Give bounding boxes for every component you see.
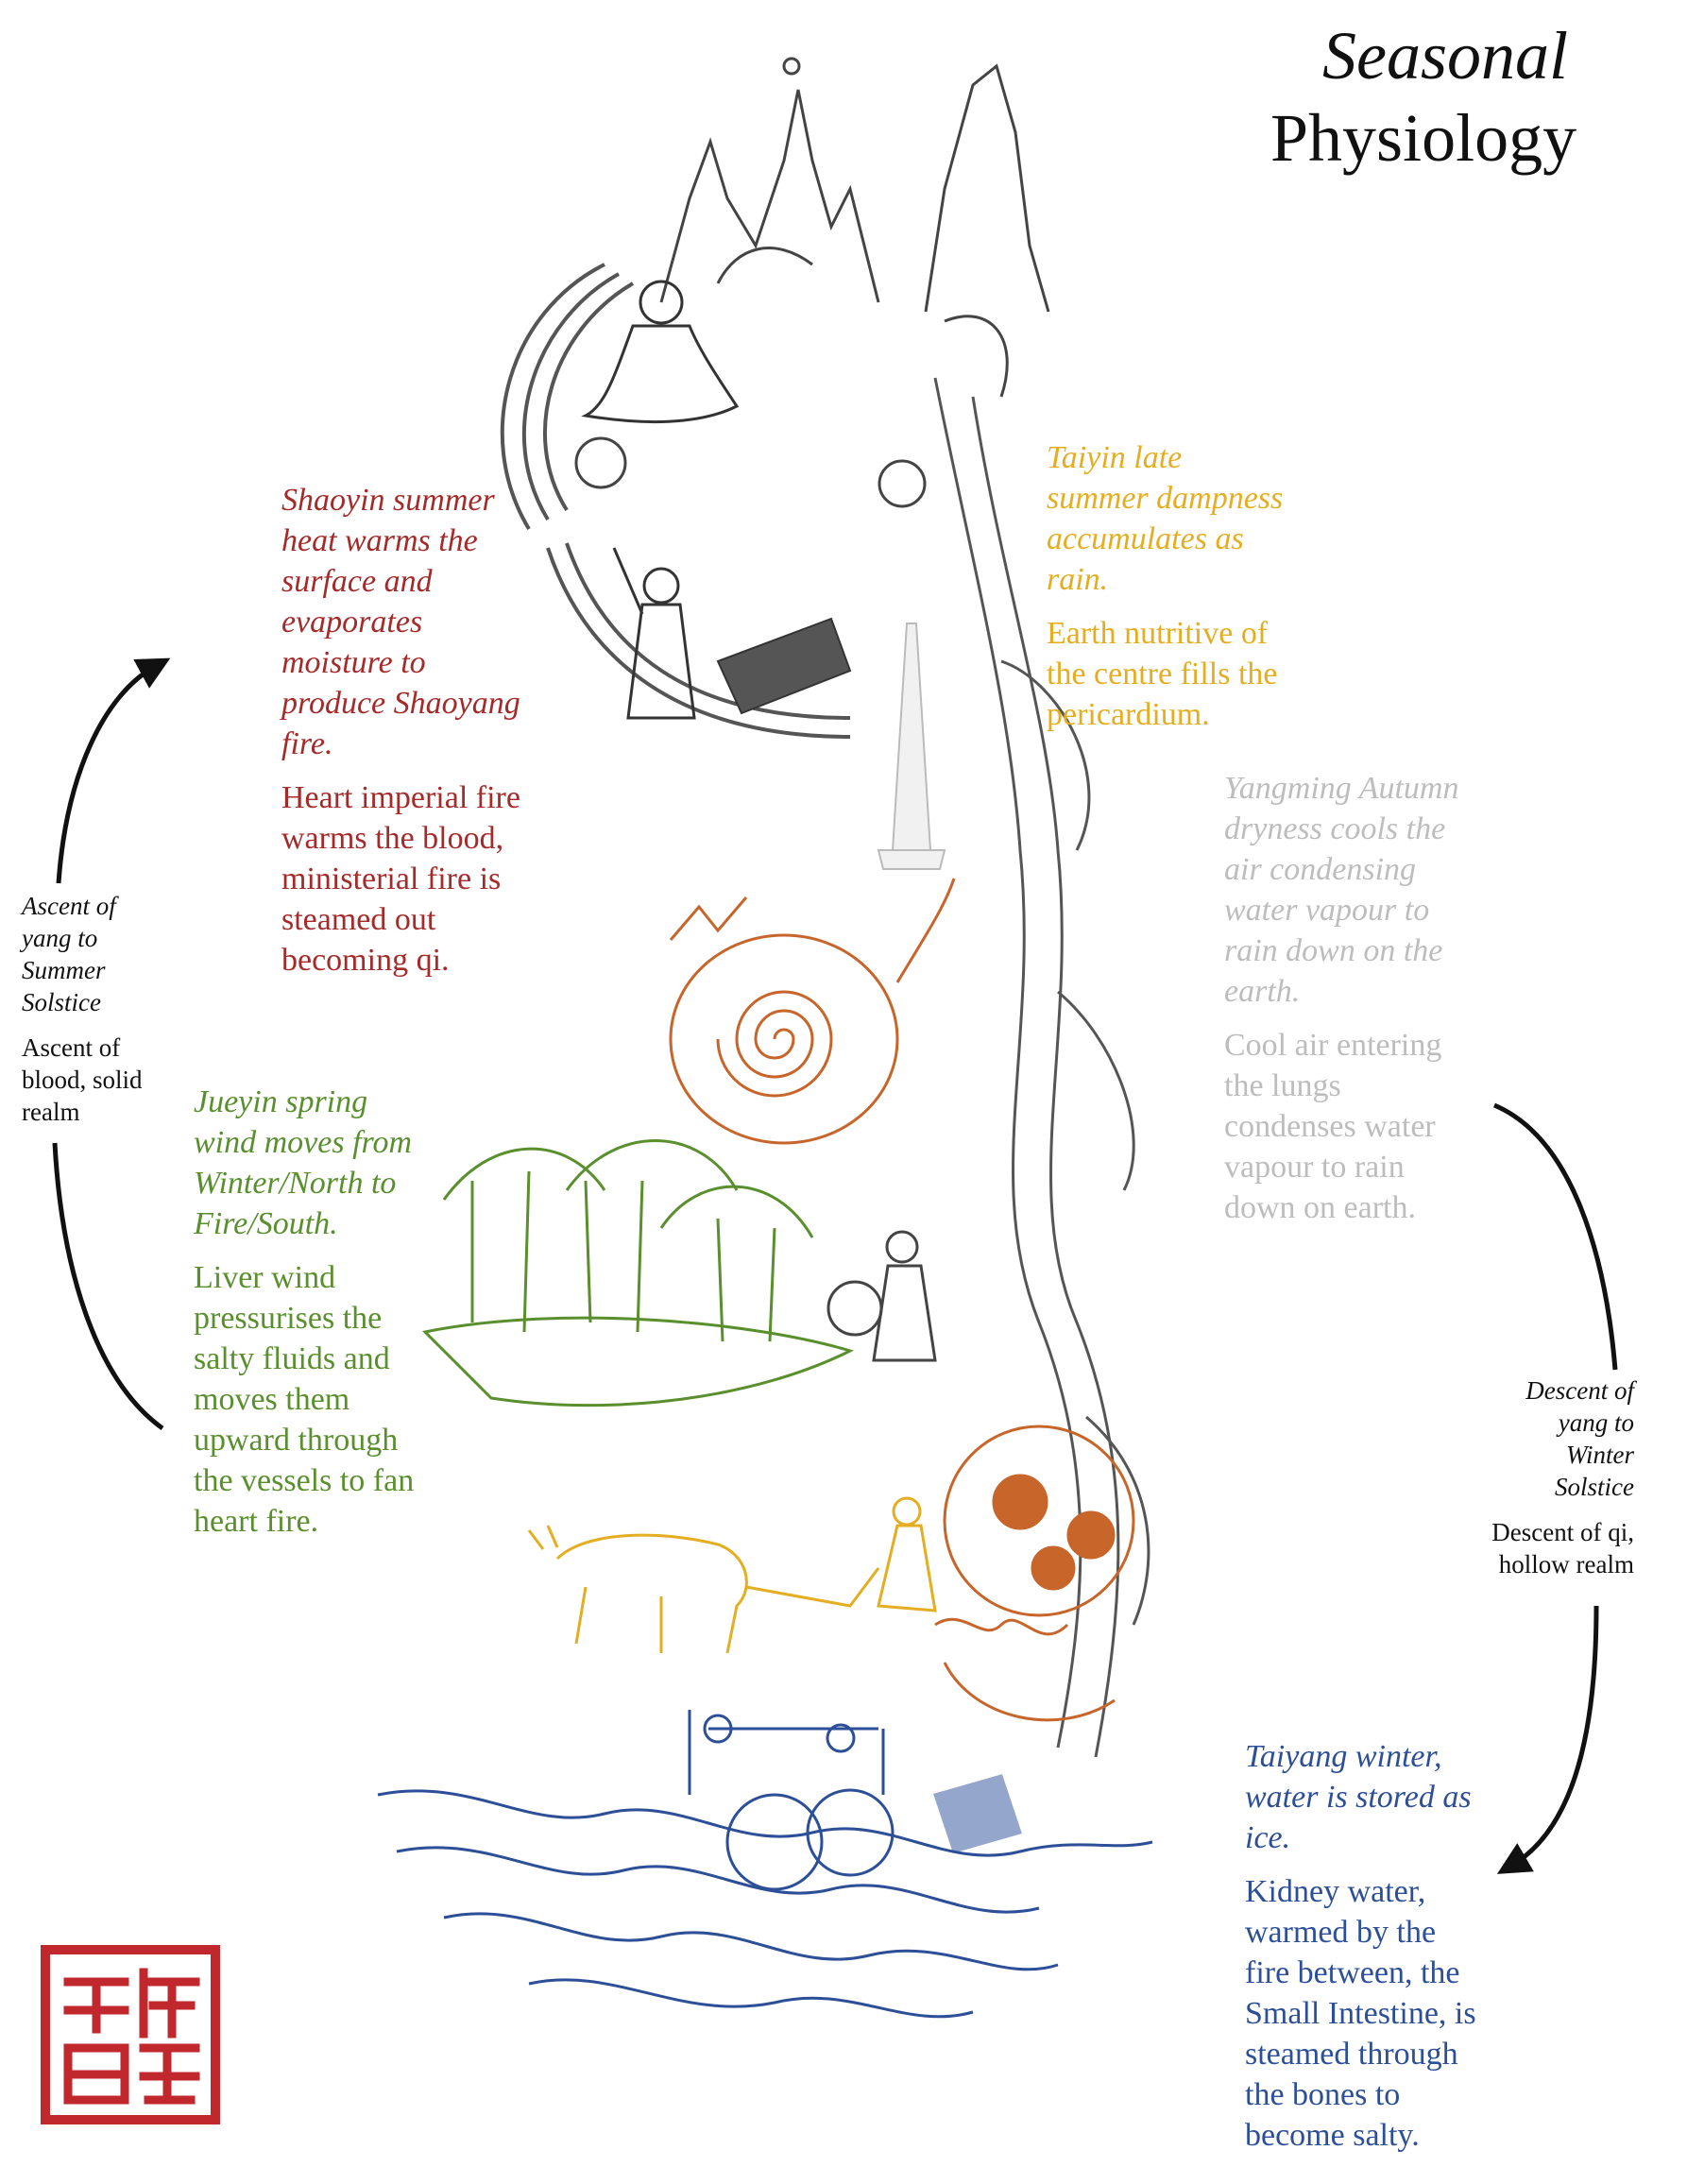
shaoyin-italic-line: heat warms the (281, 523, 478, 558)
jueyin-plain-line: Liver wind (194, 1260, 336, 1295)
shaoyin-plain-line: warms the blood, (281, 821, 504, 856)
ascent-plain-line: blood, solid (22, 1066, 143, 1094)
upper-arc-bands (500, 263, 851, 739)
shaoyin-italic-line: Shaoyin summer (281, 483, 495, 518)
shaoyin-italic-line: evaporates (281, 605, 423, 640)
jueyin-italic-line: Fire/South. (194, 1206, 338, 1241)
blue-water-scene (377, 1710, 1153, 2019)
descent-plain-line: Descent of qi, (1491, 1518, 1634, 1546)
spinning-wheel-figure (826, 1230, 937, 1362)
shaoyin-italic-line: fire. (281, 726, 333, 761)
yangming-italic-line: air condensing (1224, 852, 1417, 887)
taiyang-plain-line: warmed by the (1245, 1915, 1437, 1950)
yangming-plain-line: Cool air entering (1224, 1028, 1442, 1063)
orange-spiral-mound (669, 878, 956, 1145)
ascent-italic-line: Ascent of (22, 892, 116, 920)
red-seal-stamp (41, 1945, 220, 2124)
jueyin-text-block: Jueyin spring wind moves from Winter/Nor… (194, 1082, 449, 1542)
descent-label: Descent of yang to Winter Solstice Desce… (1436, 1374, 1634, 1580)
roof-tile-structure (716, 617, 852, 715)
ascent-plain-line: realm (22, 1098, 80, 1126)
taiyin-italic-line: Taiyin late (1047, 440, 1183, 475)
green-willow-grove (421, 1139, 855, 1408)
shaoyin-italic-line: produce Shaoyang (281, 686, 520, 721)
standing-child-figure (612, 547, 696, 720)
shaoyin-plain-line: steamed out (281, 902, 436, 937)
yangming-plain-line: down on earth. (1224, 1190, 1417, 1225)
descent-italic-line: Winter (1566, 1441, 1634, 1469)
taiyang-italic-line: Taiyang winter, (1245, 1739, 1442, 1774)
ascent-italic-line: Solstice (22, 988, 101, 1016)
jueyin-plain-line: pressurises the (194, 1301, 383, 1336)
jueyin-italic-line: wind moves from (194, 1125, 413, 1160)
descent-plain-line: hollow realm (1498, 1550, 1634, 1578)
taiyang-text-block: Taiyang winter, water is stored as ice. … (1245, 1736, 1519, 2156)
taiyang-italic-line: ice. (1245, 1820, 1291, 1855)
yangming-text-block: Yangming Autumn dryness cools the air co… (1224, 768, 1508, 1228)
taiyin-italic-line: accumulates as (1047, 521, 1244, 556)
ascent-arrow (52, 657, 171, 1431)
white-pagoda (877, 623, 946, 870)
shaoyin-text-block: Shaoyin summer heat warms the surface an… (281, 480, 565, 981)
taiyang-italic-line: water is stored as (1245, 1780, 1472, 1815)
orange-sun-taiji (934, 1425, 1135, 1722)
yellow-ox-plough (527, 1496, 937, 1654)
shaoyin-plain-line: ministerial fire is (281, 862, 502, 896)
taiyang-plain-line: fire between, the (1245, 1955, 1460, 1990)
descent-italic-line: yang to (1558, 1408, 1634, 1437)
jueyin-plain-line: heart fire. (194, 1504, 319, 1539)
yangming-plain-line: the lungs (1224, 1068, 1341, 1103)
jueyin-plain-line: salty fluids and (194, 1341, 390, 1376)
descent-italic-line: Descent of (1525, 1376, 1634, 1405)
taiyang-plain-line: Kidney water, (1245, 1874, 1426, 1909)
taiyin-plain-line: pericardium. (1047, 697, 1210, 732)
shaoyin-italic-line: moisture to (281, 645, 426, 680)
yangming-italic-line: rain down on the (1224, 933, 1443, 968)
taiyang-plain-line: become salty. (1245, 2118, 1420, 2153)
taiyang-plain-line: Small Intestine, is (1245, 1996, 1476, 2031)
title-line-2: Physiology (1270, 100, 1577, 176)
descent-arrow (1493, 1102, 1618, 1874)
ascent-label: Ascent of yang to Summer Solstice Ascent… (22, 890, 192, 1128)
ascent-italic-line: yang to (22, 924, 98, 952)
sun-moon-discs (574, 436, 927, 508)
yangming-italic-line: earth. (1224, 974, 1301, 1009)
jueyin-italic-line: Jueyin spring (194, 1084, 368, 1119)
taiyin-plain-line: the centre fills the (1047, 657, 1278, 691)
seated-sage-figure (581, 280, 740, 424)
yangming-italic-line: water vapour to (1224, 893, 1430, 928)
taiyin-italic-line: summer dampness (1047, 481, 1284, 516)
taiyang-plain-line: steamed through (1245, 2037, 1458, 2072)
ascent-plain-line: Ascent of (22, 1033, 121, 1062)
yangming-italic-line: Yangming Autumn (1224, 771, 1459, 806)
shaoyin-plain-line: Heart imperial fire (281, 780, 520, 815)
yangming-plain-line: vapour to rain (1224, 1150, 1405, 1185)
taiyin-plain-line: Earth nutritive of (1047, 616, 1269, 651)
taiyin-text-block: Taiyin late summer dampness accumulates … (1047, 437, 1330, 735)
yangming-plain-line: condenses water (1224, 1109, 1436, 1144)
shaoyin-italic-line: surface and (281, 564, 433, 599)
mountain-peaks (659, 57, 1050, 398)
taiyin-italic-line: rain. (1047, 562, 1109, 597)
jueyin-plain-line: moves them (194, 1382, 350, 1417)
descent-italic-line: Solstice (1555, 1473, 1634, 1501)
ascent-italic-line: Summer (22, 956, 106, 984)
title-line-1: Seasonal (1322, 18, 1568, 94)
yangming-italic-line: dryness cools the (1224, 811, 1446, 846)
jueyin-plain-line: the vessels to fan (194, 1463, 415, 1498)
taiyang-plain-line: the bones to (1245, 2077, 1401, 2112)
shaoyin-plain-line: becoming qi. (281, 943, 450, 978)
jueyin-italic-line: Winter/North to (194, 1166, 397, 1201)
jueyin-plain-line: upward through (194, 1423, 399, 1458)
